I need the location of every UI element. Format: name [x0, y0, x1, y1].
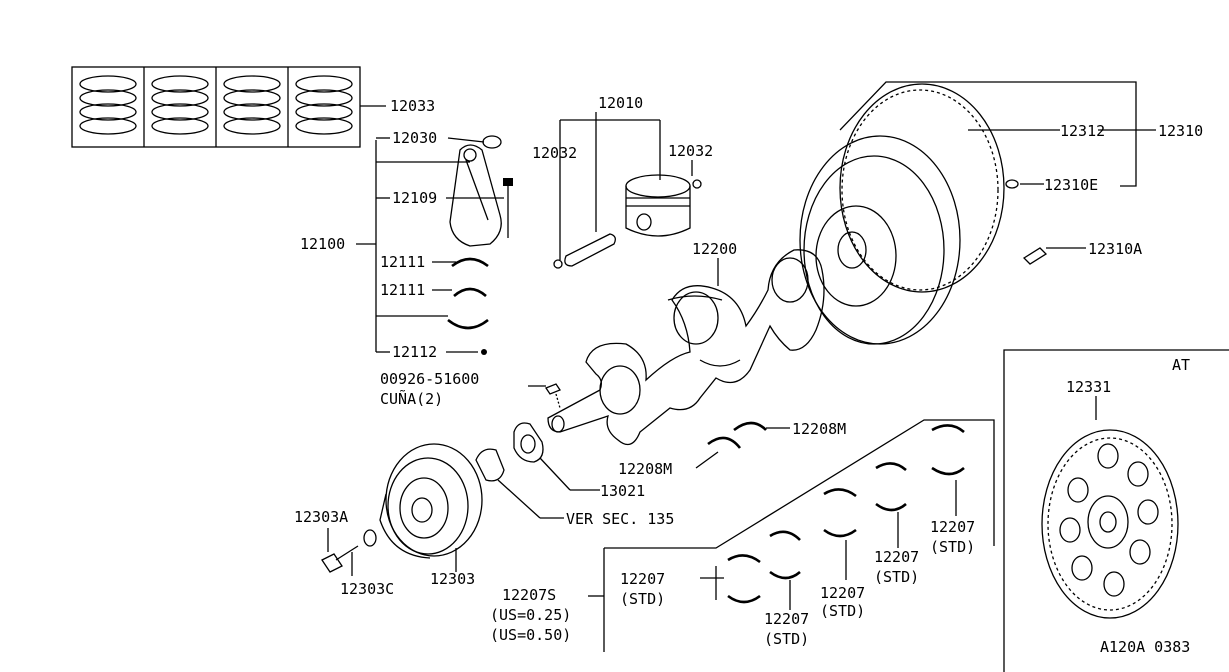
crank-sprocket — [475, 422, 600, 519]
thrust-washers — [695, 421, 790, 469]
label-12200: 12200 — [692, 240, 737, 258]
label-12303A: 12303A — [294, 508, 348, 526]
label-cuna: CUÑA(2) — [380, 389, 443, 408]
label-12207-1: 12207 — [620, 570, 665, 588]
label-std-3: (STD) — [820, 602, 865, 620]
main-bearings-group — [588, 419, 995, 652]
label-12303C: 12303C — [340, 580, 394, 598]
label-us-050: (US=0.50) — [490, 626, 571, 644]
drawing-code: A120A 0383 — [1100, 638, 1190, 656]
label-13021: 13021 — [600, 482, 645, 500]
label-12112: 12112 — [392, 343, 437, 361]
label-12033: 12033 — [390, 97, 435, 115]
label-std-5: (STD) — [930, 538, 975, 556]
part-labels: 12033 12030 12109 12100 12111 12111 1211… — [294, 94, 1203, 656]
woodruff-key — [528, 383, 561, 409]
label-12310A: 12310A — [1088, 240, 1142, 258]
label-12303: 12303 — [430, 570, 475, 588]
crank-pulley — [379, 443, 483, 572]
pulley-bolt — [321, 528, 377, 576]
label-12208M-right: 12208M — [792, 420, 846, 438]
label-std-1: (STD) — [620, 590, 665, 608]
piston-rings-set — [71, 66, 386, 148]
label-12111-upper: 12111 — [380, 253, 425, 271]
label-12207S: 12207S — [502, 586, 556, 604]
label-12208M-left: 12208M — [618, 460, 672, 478]
label-12010: 12010 — [598, 94, 643, 112]
at-frame-label: AT — [1172, 356, 1190, 374]
label-std-2: (STD) — [764, 630, 809, 648]
label-12310: 12310 — [1158, 122, 1203, 140]
label-00926-51600: 00926-51600 — [380, 370, 479, 388]
label-12207-2: 12207 — [764, 610, 809, 628]
label-12100: 12100 — [300, 235, 345, 253]
label-12032-right: 12032 — [668, 142, 713, 160]
label-12312: 12312 — [1060, 122, 1105, 140]
label-12207-5: 12207 — [930, 518, 975, 536]
label-12030: 12030 — [392, 129, 437, 147]
label-12207-3: 12207 — [820, 584, 865, 602]
flywheel-assembly — [799, 81, 1156, 345]
label-12331: 12331 — [1066, 378, 1111, 396]
connecting-rod-assembly — [356, 135, 513, 355]
at-driveplate-section — [1003, 349, 1229, 672]
label-12310E: 12310E — [1044, 176, 1098, 194]
label-ver-sec-135: VER SEC. 135 — [566, 510, 674, 528]
label-12207-4: 12207 — [874, 548, 919, 566]
label-12032-left: 12032 — [532, 144, 577, 162]
label-12109: 12109 — [392, 189, 437, 207]
label-std-4: (STD) — [874, 568, 919, 586]
crankshaft — [547, 249, 825, 446]
label-us-025: (US=0.25) — [490, 606, 571, 624]
label-12111-lower: 12111 — [380, 281, 425, 299]
piston-assembly — [553, 112, 702, 269]
